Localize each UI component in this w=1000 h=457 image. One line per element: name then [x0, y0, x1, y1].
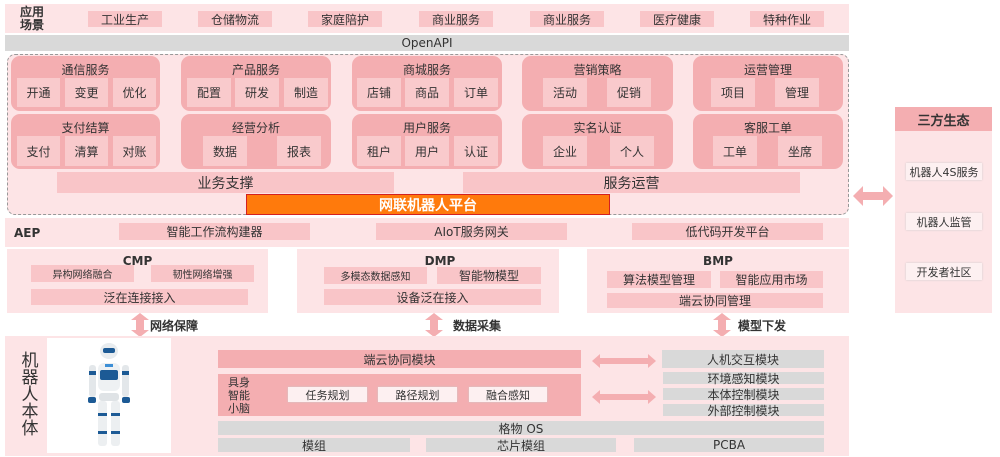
app-scenarios-label: 应用场景 — [19, 4, 44, 32]
group-title: 支付结算 — [61, 121, 110, 135]
service-item[interactable]: 订单 — [454, 78, 498, 107]
cloud-module[interactable]: 端云协同模块 — [218, 350, 581, 368]
aep-item[interactable]: 智能工作流构建器 — [119, 223, 310, 240]
service-item[interactable]: 报表 — [277, 136, 321, 166]
service-item[interactable]: 配置 — [187, 78, 231, 107]
service-item[interactable]: 租户 — [357, 136, 401, 166]
service-item[interactable]: 研发 — [235, 78, 279, 107]
bmp-title: BMP — [703, 254, 733, 268]
service-item[interactable]: 店铺 — [357, 78, 401, 107]
cmp-item[interactable]: 泛在连接接入 — [31, 289, 248, 305]
double-arrow-icon — [592, 354, 656, 368]
brain-item[interactable]: 路径规划 — [378, 387, 457, 402]
service-item[interactable]: 优化 — [113, 78, 156, 107]
robot-image — [47, 338, 171, 453]
module-item: 本体控制模块 — [663, 388, 824, 402]
double-arrow-icon — [713, 313, 731, 337]
service-item[interactable]: 变更 — [65, 78, 108, 107]
brain-item[interactable]: 任务规划 — [288, 387, 367, 402]
service-item[interactable]: 数据 — [203, 136, 247, 166]
robot-icon — [88, 342, 130, 446]
business-support-bar: 业务支撑 — [57, 172, 394, 193]
service-item[interactable]: 用户 — [405, 136, 449, 166]
link-label: 数据采集 — [453, 318, 502, 333]
service-operation-bar: 服务运营 — [463, 172, 800, 193]
service-item[interactable]: 个人 — [610, 136, 654, 166]
scenario-item[interactable]: 医疗健康 — [640, 11, 714, 27]
hw-item: 芯片模组 — [426, 438, 616, 453]
service-item[interactable]: 认证 — [454, 136, 498, 166]
dmp-item[interactable]: 多模态数据感知 — [324, 267, 427, 284]
service-item[interactable]: 清算 — [65, 136, 108, 166]
service-item[interactable]: 对账 — [113, 136, 156, 166]
service-item[interactable]: 工单 — [713, 136, 757, 166]
hw-item: PCBA — [634, 438, 824, 452]
cmp-item[interactable]: 异构网络融合 — [31, 265, 134, 282]
scenario-item[interactable]: 商业服务 — [419, 11, 493, 27]
group-title: 商城服务 — [402, 63, 451, 77]
ecosystem-item[interactable]: 机器人监管 — [906, 213, 982, 230]
service-item[interactable]: 支付 — [17, 136, 60, 166]
double-arrow-icon — [425, 313, 443, 337]
aep-item[interactable]: AIoT服务网关 — [376, 223, 567, 240]
ecosystem-title: 三方生态 — [895, 107, 992, 131]
group-title: 经营分析 — [231, 121, 280, 135]
group-title: 用户服务 — [402, 121, 451, 135]
openapi-bar: OpenAPI — [5, 35, 849, 51]
double-arrow-icon — [131, 313, 149, 337]
platform-title: 网联机器人平台 — [246, 194, 610, 215]
service-item[interactable]: 活动 — [543, 78, 587, 107]
aep-label: AEP — [14, 225, 41, 240]
double-arrow-icon — [853, 186, 893, 206]
robot-body-label: 机器人本体 — [21, 350, 39, 439]
dmp-item[interactable]: 设备泛在接入 — [324, 289, 541, 305]
module-item: 人机交互模块 — [662, 350, 824, 368]
module-item: 外部控制模块 — [663, 404, 824, 418]
brain-item[interactable]: 融合感知 — [469, 387, 547, 402]
scenario-item[interactable]: 家庭陪护 — [308, 11, 382, 27]
service-item[interactable]: 管理 — [775, 78, 819, 107]
brain-label: 具身智能小脑 — [228, 375, 250, 415]
module-item: 环境感知模块 — [663, 372, 824, 386]
bmp-item[interactable]: 智能应用市场 — [720, 271, 823, 288]
group-title: 通信服务 — [61, 63, 110, 77]
service-item[interactable]: 坐席 — [778, 136, 822, 166]
cmp-title: CMP — [122, 254, 153, 268]
group-title: 实名认证 — [573, 121, 622, 135]
service-item[interactable]: 开通 — [17, 78, 60, 107]
scenario-item[interactable]: 仓储物流 — [198, 11, 272, 27]
ecosystem-panel — [895, 107, 992, 313]
dmp-item[interactable]: 智能物模型 — [437, 267, 541, 284]
service-item[interactable]: 项目 — [711, 78, 755, 107]
scenario-item[interactable]: 特种作业 — [750, 11, 824, 27]
bmp-item[interactable]: 算法模型管理 — [607, 271, 711, 288]
group-title: 营销策略 — [573, 63, 622, 77]
group-title: 客服工单 — [743, 121, 792, 135]
service-item[interactable]: 促销 — [607, 78, 651, 107]
ecosystem-item[interactable]: 开发者社区 — [906, 263, 982, 280]
link-label: 模型下发 — [738, 318, 787, 333]
aep-item[interactable]: 低代码开发平台 — [632, 223, 823, 240]
dmp-title: DMP — [424, 254, 456, 268]
scenario-item[interactable]: 商业服务 — [530, 11, 604, 27]
service-item[interactable]: 商品 — [405, 78, 449, 107]
double-arrow-icon — [592, 390, 656, 404]
cmp-item[interactable]: 韧性网络增强 — [151, 265, 254, 282]
group-title: 运营管理 — [743, 63, 792, 77]
hw-item: 模组 — [218, 438, 410, 453]
ecosystem-item[interactable]: 机器人4S服务 — [906, 163, 982, 180]
group-title: 产品服务 — [231, 63, 280, 77]
bmp-item[interactable]: 端云协同管理 — [607, 293, 823, 308]
link-label: 网络保障 — [150, 318, 199, 333]
scenario-item[interactable]: 工业生产 — [88, 11, 162, 27]
service-item[interactable]: 制造 — [284, 78, 328, 107]
os-bar: 格物 OS — [218, 421, 824, 436]
service-item[interactable]: 企业 — [543, 136, 587, 166]
